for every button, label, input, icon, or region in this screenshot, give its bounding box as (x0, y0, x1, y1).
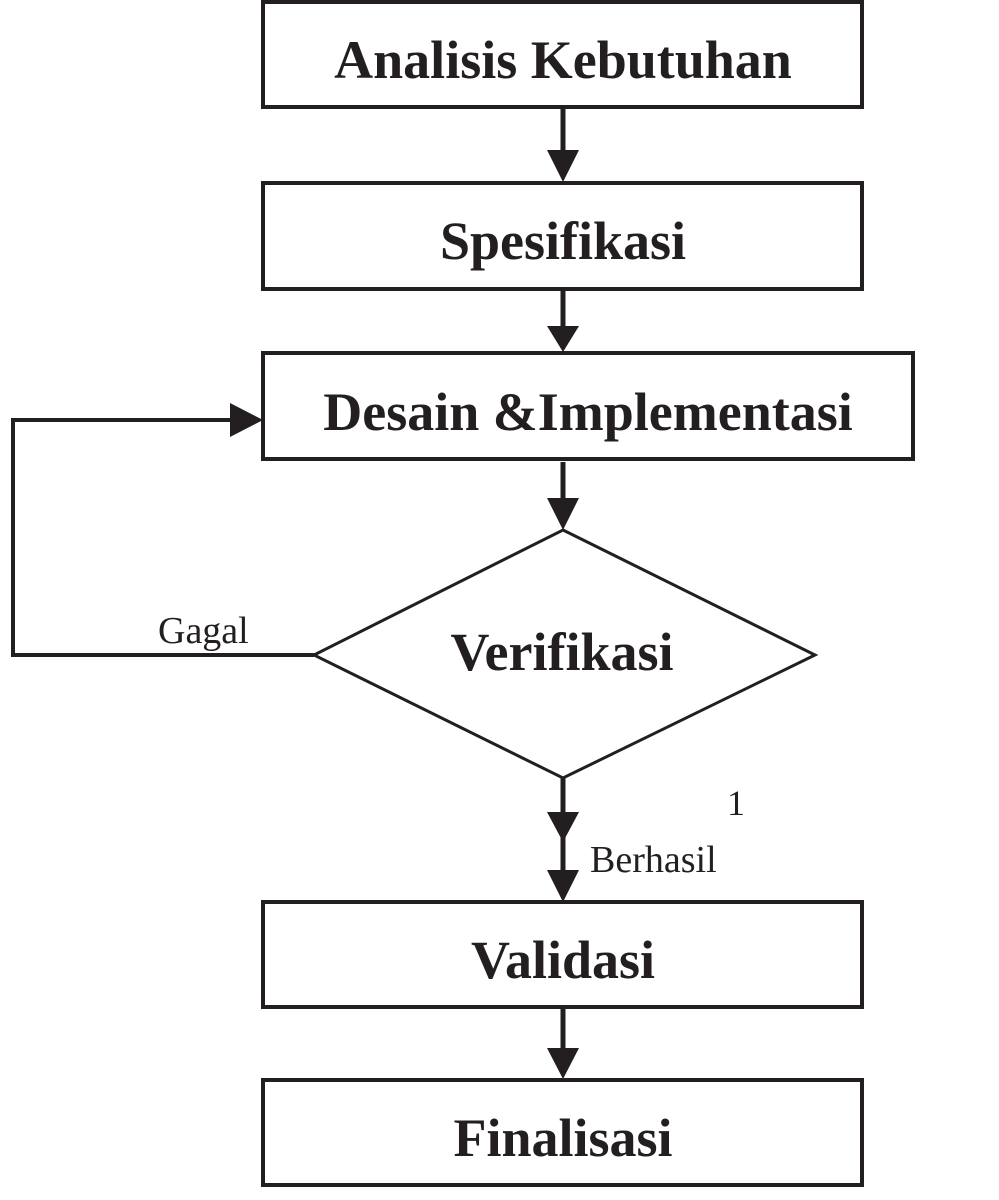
arrow-analysis-to-specification (547, 107, 579, 182)
fail-label: Gagal (158, 610, 249, 652)
arrowhead-icon (230, 403, 263, 437)
step-finalization-label: Finalisasi (453, 1108, 672, 1168)
arrowhead-icon (547, 326, 579, 352)
step-design: Desain &Implementasi (261, 351, 915, 461)
decision-verification: Verifikasi (310, 528, 819, 780)
step-finalization-box (261, 1078, 864, 1187)
step-specification-box (261, 181, 864, 291)
step-analysis-label: Analisis Kebutuhan (334, 30, 792, 90)
success-branch: 1 Berhasil (547, 778, 745, 902)
arrowhead-icon (547, 498, 579, 530)
step-design-label: Desain &Implementasi (323, 382, 852, 442)
step-analysis: Analisis Kebutuhan (261, 0, 864, 109)
arrowhead-icon (547, 150, 579, 182)
arrow-design-to-verification (547, 462, 579, 530)
step-validation-label: Validasi (471, 930, 655, 990)
arrow-validation-to-finalization (547, 1007, 579, 1079)
success-marker: 1 (727, 783, 745, 823)
arrow-specification-to-design (547, 289, 579, 352)
step-specification: Spesifikasi (261, 181, 864, 291)
step-validation: Validasi (261, 900, 864, 1009)
fail-loop-line (11, 418, 314, 657)
step-finalization: Finalisasi (261, 1078, 864, 1187)
decision-verification-label: Verifikasi (450, 622, 673, 682)
arrowhead-icon (547, 870, 579, 902)
step-analysis-box (261, 0, 864, 109)
success-label: Berhasil (590, 839, 717, 881)
step-validation-box (261, 900, 864, 1009)
step-design-box (261, 351, 915, 461)
fail-loop: Gagal (11, 403, 314, 657)
arrowhead-icon (547, 812, 579, 842)
arrowhead-icon (547, 1048, 579, 1079)
step-specification-label: Spesifikasi (440, 211, 686, 271)
